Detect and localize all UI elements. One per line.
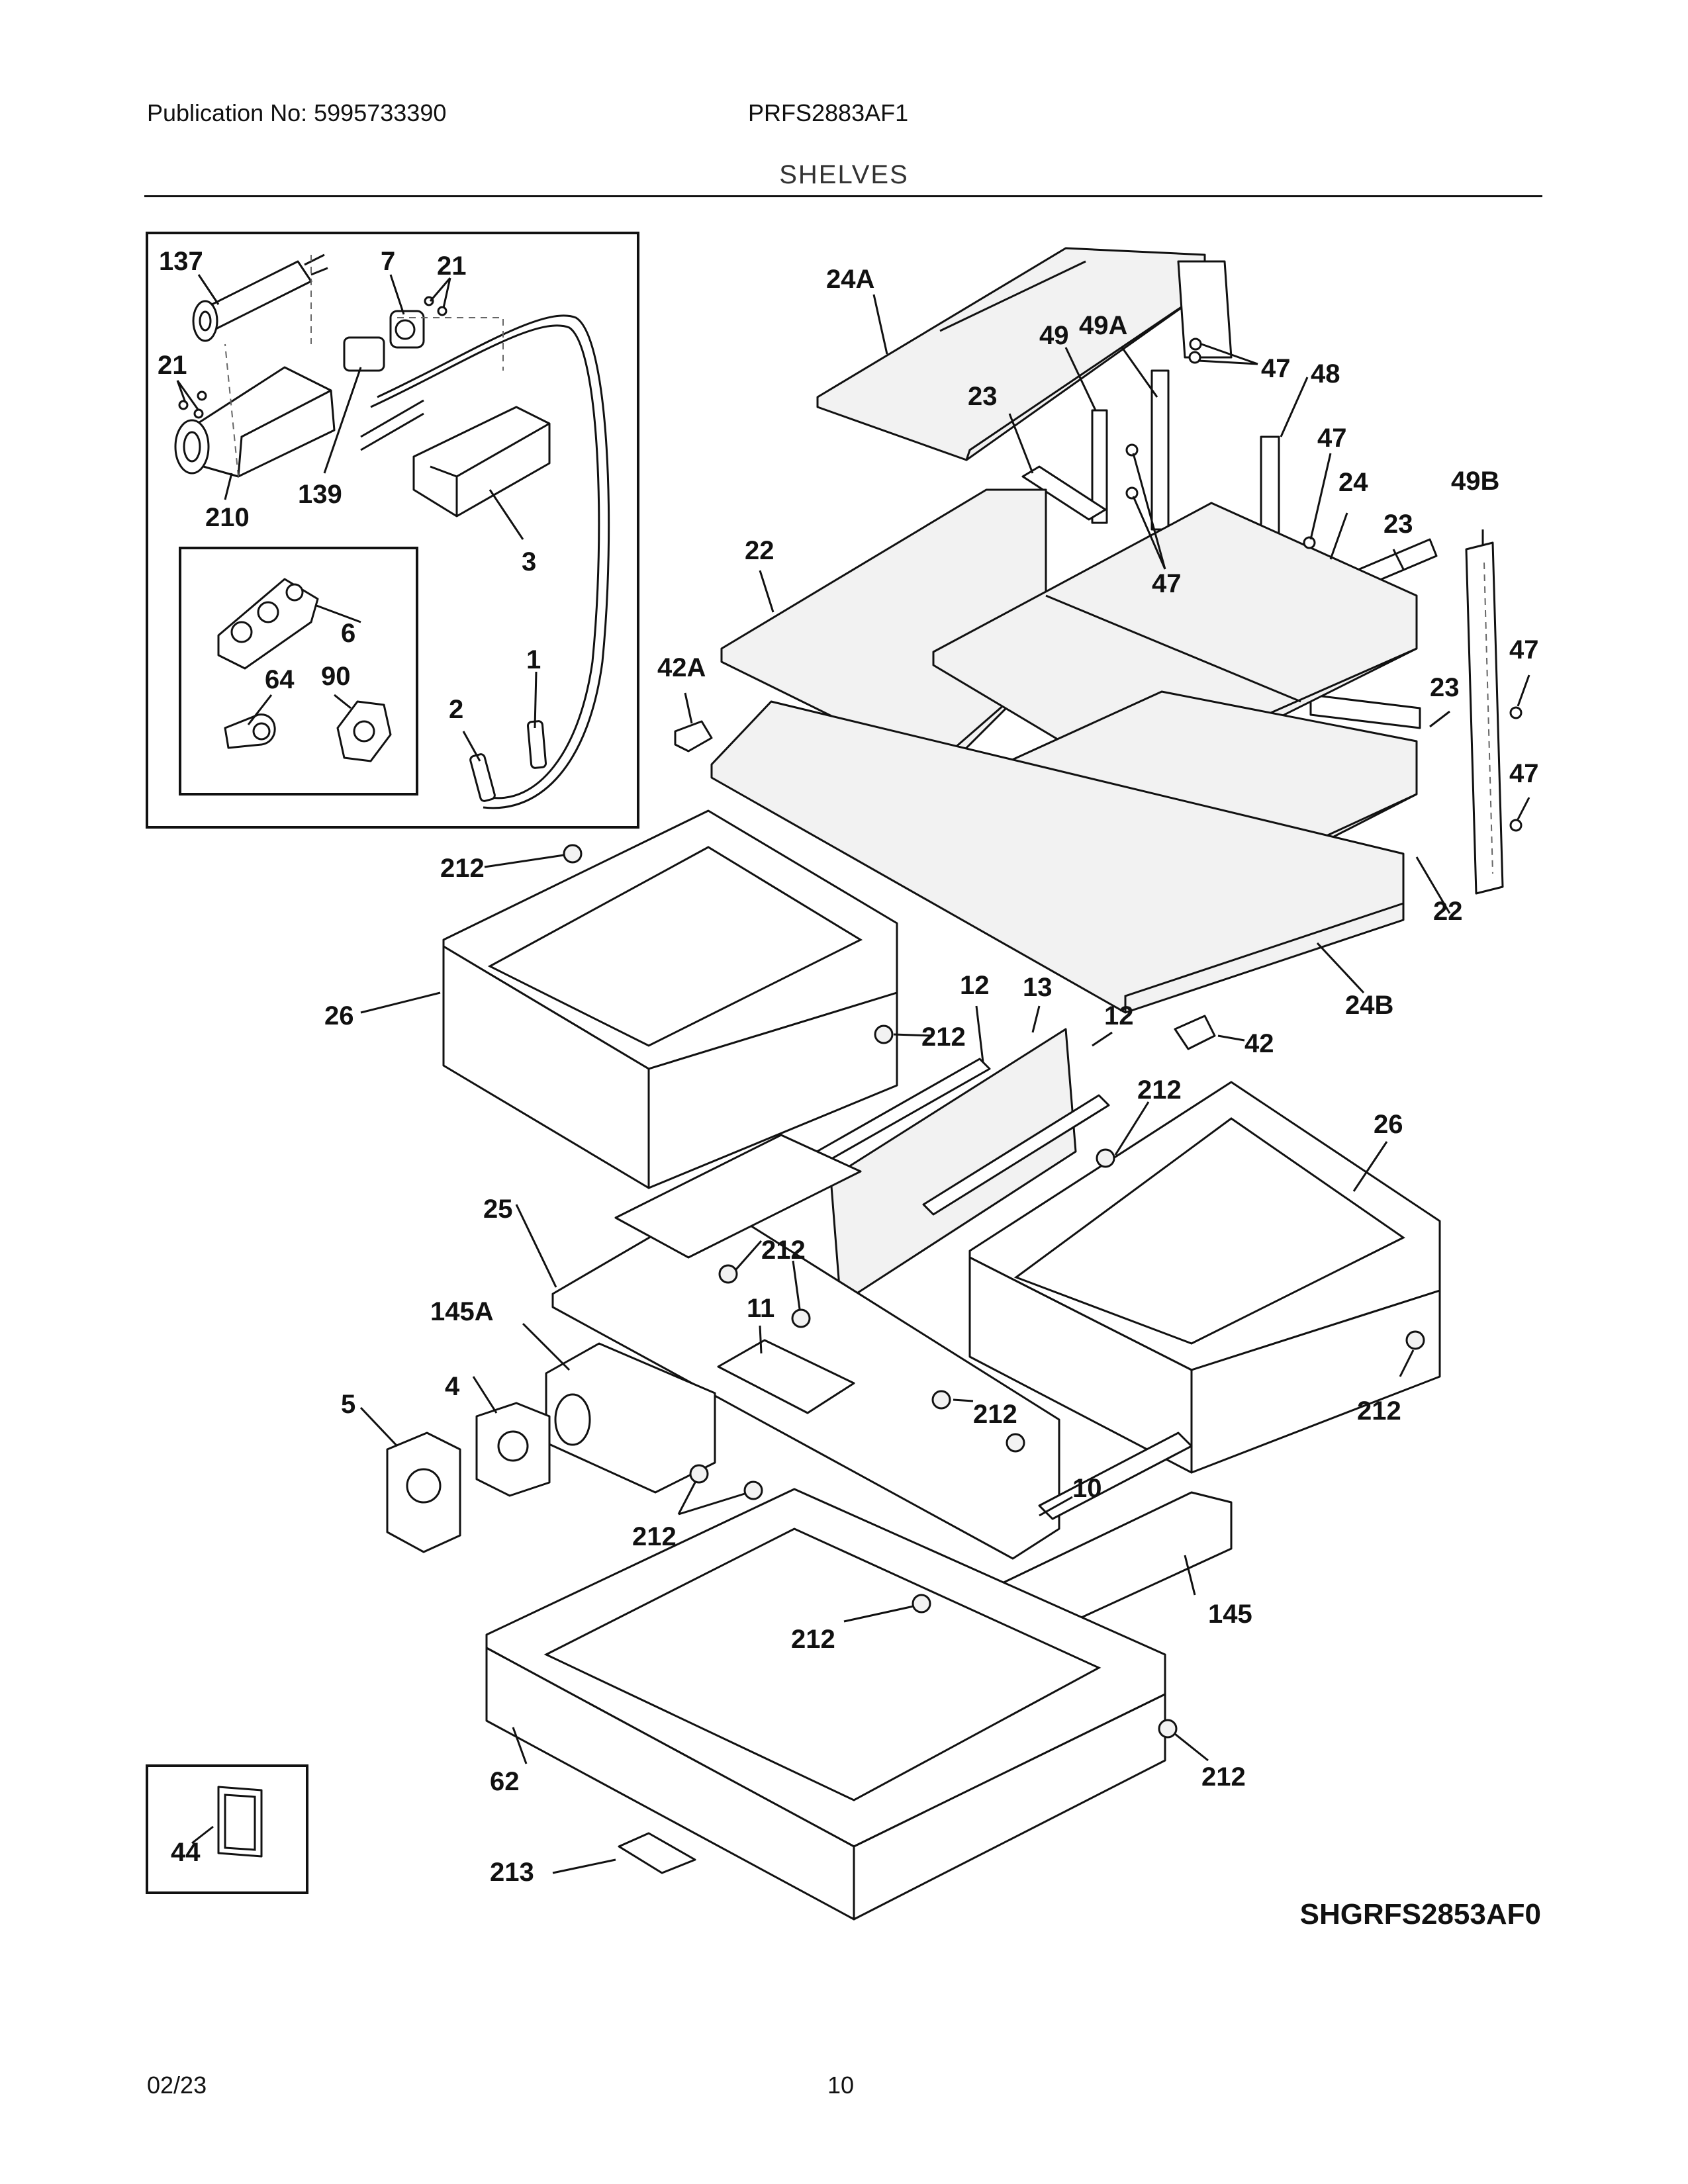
callout-64: 64	[265, 665, 295, 694]
callout-24B: 24B	[1345, 991, 1393, 1020]
leader-lines	[176, 274, 1530, 1874]
clips-inset-frame	[179, 547, 418, 796]
footer-date: 02/23	[147, 2071, 207, 2099]
callout-47: 47	[1509, 635, 1539, 664]
slide-rail-10	[1038, 1432, 1193, 1520]
callout-26: 26	[1374, 1110, 1403, 1139]
callout-212: 212	[1201, 1762, 1246, 1792]
shelf-clips-47	[1125, 338, 1523, 832]
callout-11: 11	[747, 1294, 774, 1323]
callout-4: 4	[445, 1372, 460, 1401]
callout-7: 7	[381, 247, 395, 276]
callout-212: 212	[440, 854, 485, 883]
water-tubing	[360, 314, 610, 809]
callout-145: 145	[1208, 1600, 1252, 1629]
callout-47: 47	[1317, 424, 1347, 453]
header-rule	[144, 195, 1542, 197]
callout-10: 10	[1072, 1474, 1102, 1503]
callout-26: 26	[324, 1001, 354, 1030]
callout-3: 3	[522, 547, 536, 576]
callout-212: 212	[1357, 1396, 1401, 1426]
callout-labels: 137 7 21 21 210 139 3 6 64 90 1 2 24A 49…	[158, 247, 1539, 1887]
drawing-code: SHGRFS2853AF0	[1299, 1898, 1541, 1931]
callout-145A: 145A	[430, 1297, 494, 1326]
crisper-drawer-26-right	[968, 1081, 1441, 1474]
humidity-cover-12-13	[786, 1028, 1110, 1305]
page-number: 10	[827, 2071, 855, 2099]
pantry-drawer-62	[485, 1488, 1166, 1921]
tube-ends	[469, 720, 547, 802]
callout-1: 1	[526, 645, 541, 674]
callout-90: 90	[321, 662, 351, 691]
callout-47: 47	[1261, 354, 1291, 383]
callout-22: 22	[745, 536, 774, 565]
callout-47: 47	[1152, 569, 1182, 598]
gasket-inset-frame	[146, 1764, 308, 1894]
callout-12: 12	[1104, 1001, 1134, 1030]
damper-cover-4	[475, 1402, 551, 1497]
water-valve	[343, 310, 425, 372]
top-shelf-24A	[816, 247, 1233, 461]
shelf-frame-24B	[710, 700, 1405, 1014]
callout-12: 12	[960, 971, 990, 1000]
filter-bracket	[412, 406, 551, 518]
callout-44: 44	[171, 1838, 201, 1867]
vertical-rail-49B	[1465, 541, 1504, 895]
callout-139: 139	[298, 480, 342, 509]
callout-210: 210	[205, 503, 250, 532]
callout-212: 212	[761, 1236, 806, 1265]
housing-145A	[545, 1342, 716, 1494]
control-module-11	[717, 1339, 855, 1414]
callout-24: 24	[1338, 468, 1368, 497]
callout-49B: 49B	[1451, 467, 1499, 496]
callout-212: 212	[921, 1023, 966, 1052]
callout-49A: 49A	[1079, 311, 1127, 340]
callout-23: 23	[1430, 673, 1460, 702]
callout-212: 212	[791, 1625, 835, 1654]
callout-137: 137	[159, 247, 203, 276]
shelf-support-42A	[674, 720, 713, 752]
callout-48: 48	[1311, 359, 1340, 388]
callout-22: 22	[1433, 897, 1463, 926]
callout-49: 49	[1039, 321, 1069, 350]
callout-212: 212	[1137, 1075, 1182, 1105]
callout-62: 62	[490, 1767, 520, 1796]
tube-clip-6	[217, 578, 319, 670]
callout-213: 213	[490, 1858, 534, 1887]
drawer-rollers-212	[563, 844, 1425, 1739]
shelf-rail-49	[1091, 409, 1108, 524]
drawer-bracket-213	[618, 1832, 696, 1874]
screws	[178, 296, 447, 419]
p-clip-64	[224, 713, 276, 749]
model-number: PRFS2883AF1	[748, 99, 909, 126]
callout-212: 212	[973, 1400, 1017, 1429]
shelf-support-42	[1174, 1015, 1216, 1050]
callout-21: 21	[437, 251, 467, 281]
callout-21: 21	[158, 351, 187, 380]
shelf-rail-48	[1260, 435, 1280, 537]
filter-head-housing	[174, 366, 336, 478]
callout-23: 23	[968, 382, 998, 411]
retainer-clip-90	[336, 700, 392, 762]
gasket-44	[217, 1786, 263, 1858]
callout-42A: 42A	[657, 653, 706, 682]
publication-number: Publication No: 5995733390	[147, 99, 447, 126]
callout-24A: 24A	[826, 265, 874, 294]
callout-25: 25	[483, 1195, 513, 1224]
callout-13: 13	[1023, 973, 1053, 1002]
callout-23: 23	[1383, 510, 1413, 539]
callout-6: 6	[341, 619, 355, 648]
section-title: SHELVES	[779, 160, 909, 189]
callout-2: 2	[449, 695, 463, 724]
crisper-drawer-26-left	[442, 809, 898, 1189]
water-filter-inset-frame	[146, 232, 639, 829]
callout-5: 5	[341, 1390, 355, 1419]
callout-47: 47	[1509, 759, 1539, 788]
damper-cover-5	[386, 1432, 461, 1553]
callout-212: 212	[632, 1522, 677, 1551]
callout-42: 42	[1244, 1029, 1274, 1058]
